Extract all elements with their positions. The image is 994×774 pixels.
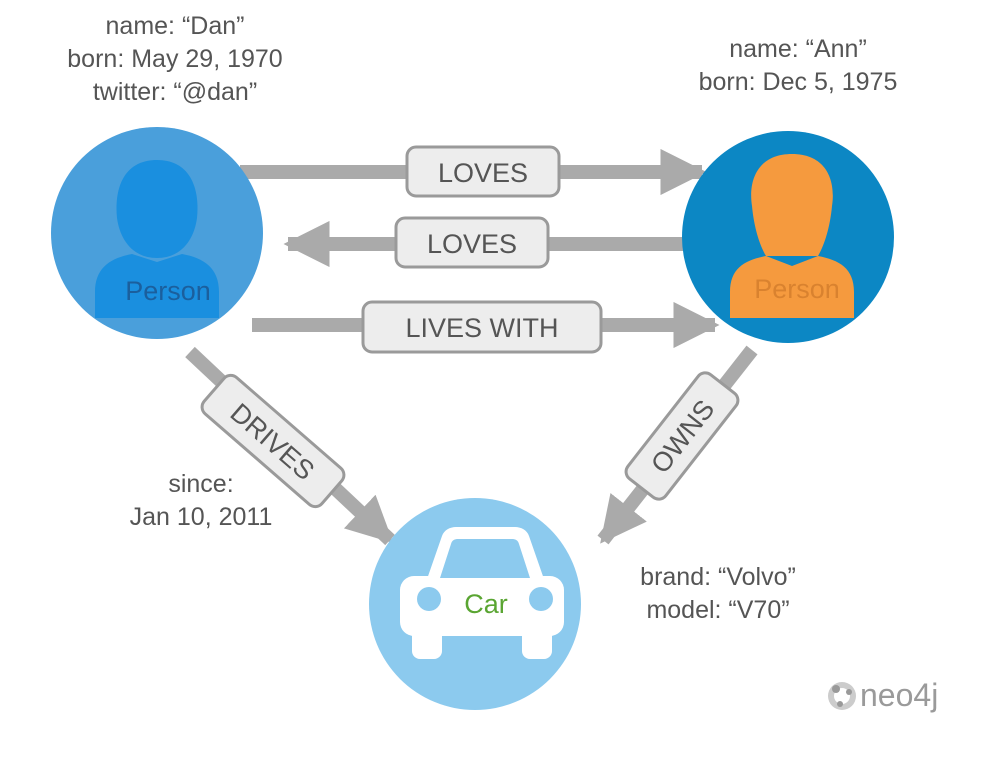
lives-with-label: LIVES WITH — [361, 300, 603, 354]
svg-text:neo4j: neo4j — [860, 677, 938, 713]
drives-since-value: Jan 10, 2011 — [129, 503, 273, 531]
car-node: Car — [369, 498, 581, 710]
dan-twitter-property: twitter: “@dan” — [92, 78, 258, 106]
svg-text:LOVES: LOVES — [438, 158, 528, 188]
person-node-ann: Person — [682, 131, 894, 343]
person-icon — [95, 160, 219, 318]
person-icon — [730, 154, 854, 318]
car-model-property: model: “V70” — [646, 596, 790, 624]
ann-name-property: name: “Ann” — [729, 35, 867, 63]
ann-properties: name: “Ann” born: Dec 5, 1975 — [678, 33, 918, 99]
drives-since-key: since: — [168, 470, 234, 498]
node-label: Car — [464, 589, 508, 619]
loves-ann-to-dan-label: LOVES — [394, 216, 550, 269]
node-label: Person — [125, 276, 211, 306]
dan-born-property: born: May 29, 1970 — [67, 45, 283, 73]
person-node-dan: Person — [51, 127, 263, 339]
car-properties: brand: “Volvo” model: “V70” — [622, 561, 814, 627]
car-brand-property: brand: “Volvo” — [640, 563, 796, 591]
drives-properties: since: Jan 10, 2011 — [118, 468, 284, 534]
ann-born-property: born: Dec 5, 1975 — [698, 68, 898, 96]
drives-label: DRIVES — [200, 373, 346, 509]
car-icon — [400, 527, 564, 659]
dan-properties: name: “Dan” born: May 29, 1970 twitter: … — [52, 10, 298, 109]
svg-text:LIVES WITH: LIVES WITH — [405, 313, 558, 343]
owns-label: OWNS — [624, 371, 740, 501]
loves-dan-to-ann-label: LOVES — [405, 145, 561, 198]
node-label: Person — [754, 274, 840, 304]
dan-name-property: name: “Dan” — [105, 12, 245, 40]
svg-text:LOVES: LOVES — [427, 229, 517, 259]
neo4j-logo: neo4j — [828, 677, 938, 713]
